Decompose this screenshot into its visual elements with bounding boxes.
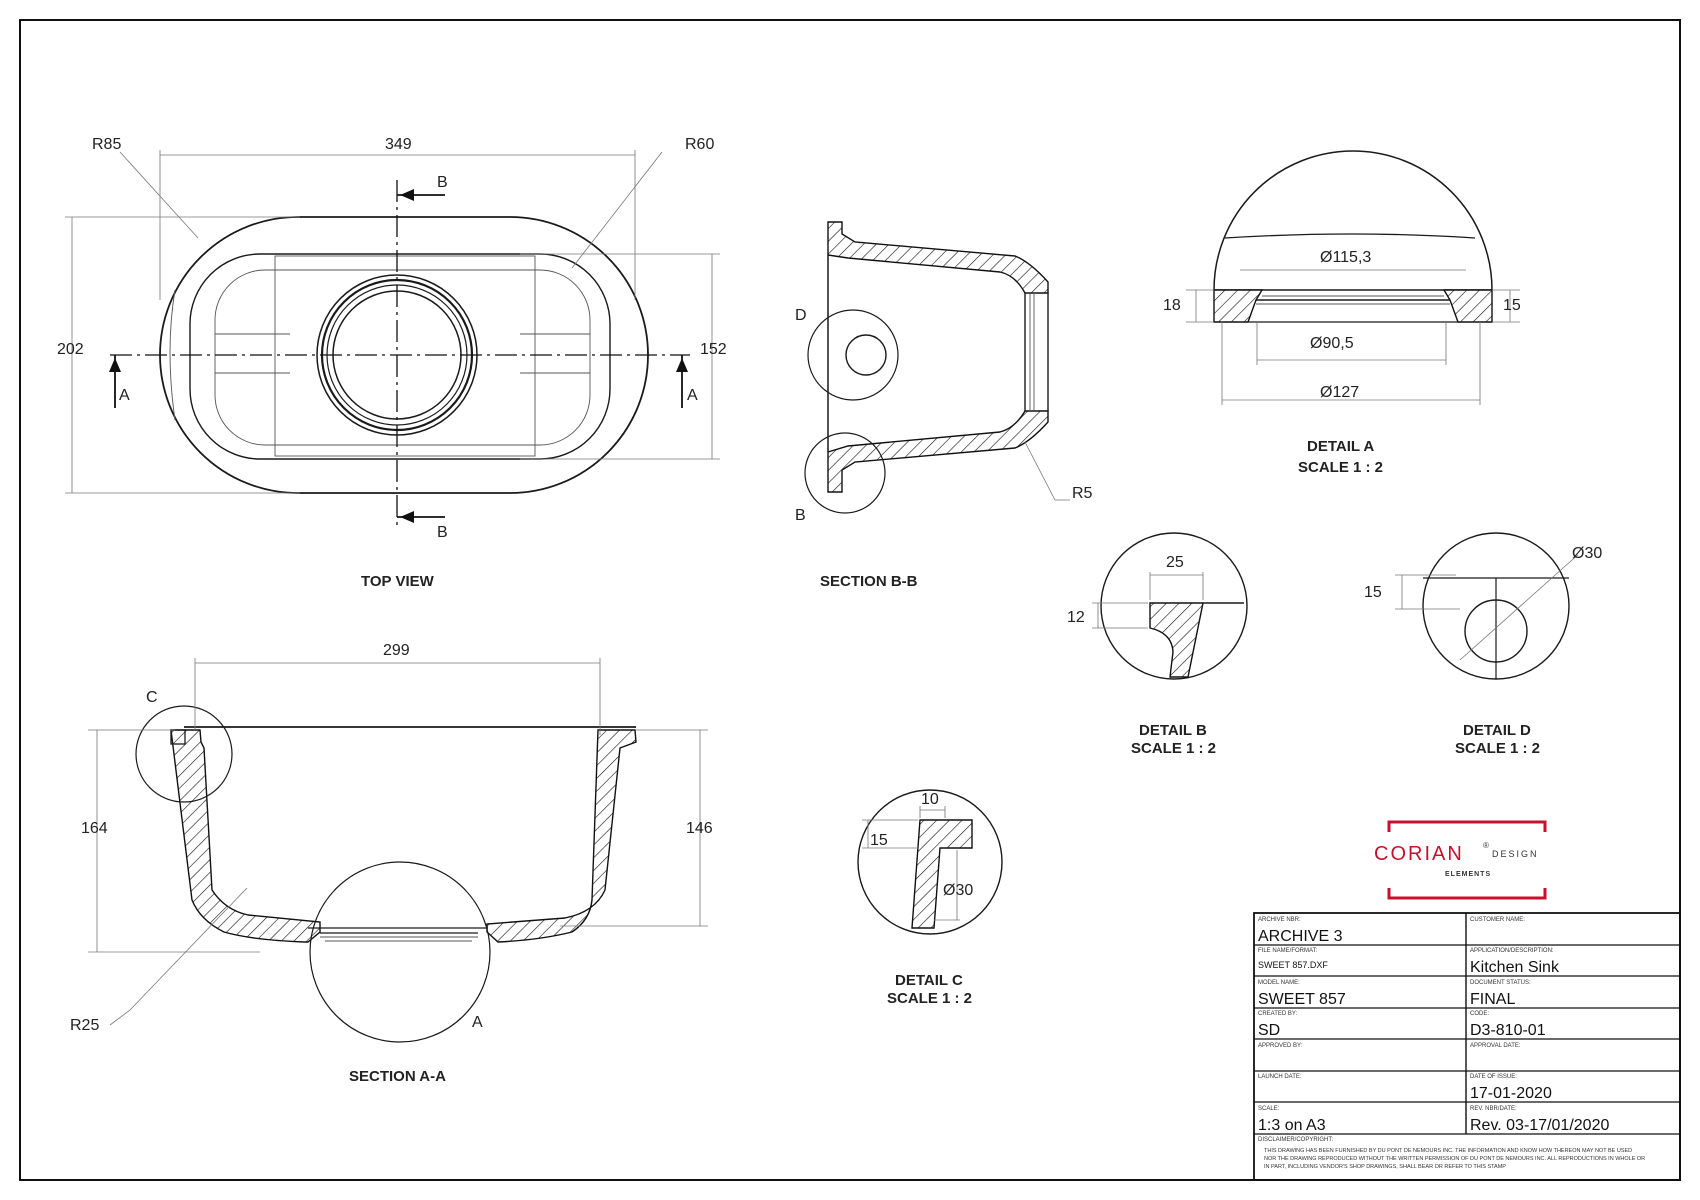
section-aa-label: SECTION A-A <box>349 1068 446 1085</box>
dim-da-90: Ø90,5 <box>1310 335 1354 352</box>
tb-scale-label: SCALE: <box>1258 1106 1280 1112</box>
corian-logo: CORIAN ® DESIGN ELEMENTS <box>1374 820 1547 900</box>
tb-status: FINAL <box>1470 991 1515 1008</box>
tb-code: D3-810-01 <box>1470 1022 1546 1039</box>
detail-c-scale: SCALE 1 : 2 <box>887 990 972 1007</box>
tb-disclaimer-3: IN PART, INCLUDING VENDOR'S SHOP DRAWING… <box>1264 1164 1506 1170</box>
dim-349: 349 <box>385 136 412 153</box>
tb-approval-date-label: APPROVAL DATE: <box>1470 1043 1521 1049</box>
tb-rev: Rev. 03-17/01/2020 <box>1470 1117 1609 1134</box>
dim-r25: R25 <box>70 1017 99 1034</box>
dim-dc-30: Ø30 <box>943 882 973 899</box>
section-bb <box>804 221 1070 514</box>
tb-disclaimer-2: NOR THE DRAWING REPRODUCED WITHOUT THE W… <box>1264 1156 1645 1162</box>
dim-202: 202 <box>57 341 84 358</box>
dim-da-18: 18 <box>1163 297 1181 314</box>
detail-a-scale: SCALE 1 : 2 <box>1298 459 1383 476</box>
detail-a-label: DETAIL A <box>1307 438 1374 455</box>
tb-archive-label: ARCHIVE NBR: <box>1258 917 1301 923</box>
detail-d <box>1395 532 1579 680</box>
tb-model: SWEET 857 <box>1258 991 1346 1008</box>
marker-b-detail: B <box>795 507 806 524</box>
tb-rev-label: REV. NBR/DATE: <box>1470 1106 1517 1112</box>
tb-file: SWEET 857.DXF <box>1258 960 1328 970</box>
tb-disclaimer-1: THIS DRAWING HAS BEEN FURNISHED BY DU PO… <box>1264 1148 1632 1154</box>
tb-model-label: MODEL NAME: <box>1258 980 1300 986</box>
logo-registered: ® <box>1483 841 1489 850</box>
marker-a-left: A <box>119 387 130 404</box>
tb-issue-label: DATE OF ISSUE: <box>1470 1074 1517 1080</box>
marker-a-right: A <box>687 387 698 404</box>
dim-146: 146 <box>686 820 713 837</box>
dim-da-15: 15 <box>1503 297 1521 314</box>
tb-launch-label: LAUNCH DATE: <box>1258 1074 1302 1080</box>
dim-r85: R85 <box>92 136 121 153</box>
detail-b <box>1092 532 1248 680</box>
detail-d-scale: SCALE 1 : 2 <box>1455 740 1540 757</box>
marker-a-detail: A <box>472 1014 483 1031</box>
tb-created-label: CREATED BY: <box>1258 1011 1298 1017</box>
detail-b-label: DETAIL B <box>1139 722 1207 739</box>
marker-b-top: B <box>437 174 448 191</box>
top-view <box>65 150 720 525</box>
tb-issue: 17-01-2020 <box>1470 1085 1552 1102</box>
dim-da-127: Ø127 <box>1320 384 1359 401</box>
dim-db-12: 12 <box>1067 609 1085 626</box>
tb-approved-label: APPROVED BY: <box>1258 1043 1303 1049</box>
marker-d: D <box>795 307 807 324</box>
dim-152: 152 <box>700 341 727 358</box>
marker-c: C <box>146 689 158 706</box>
marker-b-bottom: B <box>437 524 448 541</box>
section-bb-label: SECTION B-B <box>820 573 918 590</box>
logo-brand: CORIAN <box>1374 843 1464 865</box>
dim-dc-10: 10 <box>921 791 939 808</box>
tb-file-label: FILE NAME/FORMAT: <box>1258 948 1318 954</box>
tb-code-label: CODE: <box>1470 1011 1489 1017</box>
title-block <box>1253 912 1681 1181</box>
top-view-label: TOP VIEW <box>361 573 435 590</box>
sheet-border <box>19 19 1681 1181</box>
tb-disclaimer-label: DISCLAIMER/COPYRIGHT: <box>1258 1137 1333 1143</box>
tb-scale: 1:3 on A3 <box>1258 1117 1326 1134</box>
tb-application-label: APPLICATION/DESCRIPTION: <box>1470 948 1554 954</box>
dim-164: 164 <box>81 820 108 837</box>
tb-created: SD <box>1258 1022 1280 1039</box>
dim-db-25: 25 <box>1166 554 1184 571</box>
detail-a <box>1186 150 1520 405</box>
dim-da-115: Ø115,3 <box>1320 249 1371 266</box>
dim-299: 299 <box>383 642 410 659</box>
section-aa <box>88 658 708 1043</box>
tb-customer-label: CUSTOMER NAME: <box>1470 917 1525 923</box>
dim-dd-30: Ø30 <box>1572 545 1602 562</box>
tb-application: Kitchen Sink <box>1470 959 1560 976</box>
detail-c-label: DETAIL C <box>895 972 963 989</box>
detail-b-scale: SCALE 1 : 2 <box>1131 740 1216 757</box>
dim-dd-15: 15 <box>1364 584 1382 601</box>
dim-r5: R5 <box>1072 485 1093 502</box>
dim-r60: R60 <box>685 136 714 153</box>
dim-dc-15: 15 <box>870 832 888 849</box>
logo-elements: ELEMENTS <box>1445 871 1491 878</box>
detail-c <box>857 789 1003 935</box>
logo-design: DESIGN <box>1492 849 1539 859</box>
tb-status-label: DOCUMENT STATUS: <box>1470 980 1531 986</box>
tb-archive: ARCHIVE 3 <box>1258 928 1343 945</box>
detail-d-label: DETAIL D <box>1463 722 1531 739</box>
